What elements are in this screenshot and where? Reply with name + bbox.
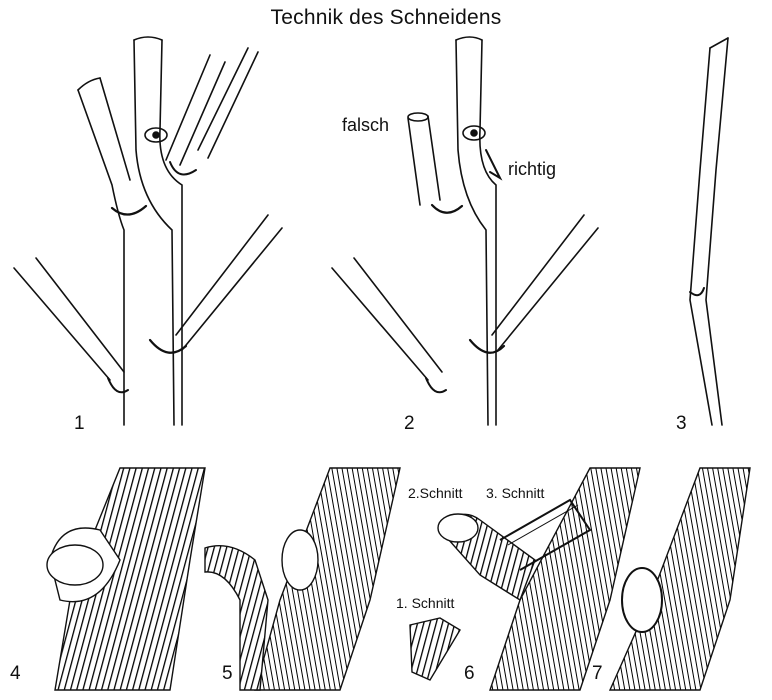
figure-7-drawing bbox=[608, 467, 751, 691]
figure-number-2: 2 bbox=[404, 413, 415, 434]
figure-4-drawing bbox=[46, 467, 206, 691]
label-richtig: richtig bbox=[508, 159, 557, 179]
figure-2-drawing bbox=[331, 36, 599, 426]
figure-5-drawing bbox=[204, 467, 401, 691]
figure-number-6: 6 bbox=[464, 663, 475, 684]
figure-number-7: 7 bbox=[592, 663, 603, 684]
figure-number-4: 4 bbox=[10, 663, 21, 684]
label-cut-2: 2.Schnitt bbox=[408, 485, 463, 501]
figure-number-5: 5 bbox=[222, 663, 233, 684]
figure-number-1: 1 bbox=[74, 413, 85, 434]
figure-1-drawing bbox=[13, 36, 283, 426]
label-cut-1: 1. Schnitt bbox=[396, 595, 455, 611]
figure-number-3: 3 bbox=[676, 413, 687, 434]
label-falsch: falsch bbox=[342, 115, 390, 135]
label-cut-3: 3. Schnitt bbox=[486, 485, 545, 501]
figure-3-drawing bbox=[689, 37, 729, 426]
figure-6-drawing bbox=[409, 467, 641, 691]
diagram-title: Technik des Schneidens bbox=[270, 6, 502, 29]
